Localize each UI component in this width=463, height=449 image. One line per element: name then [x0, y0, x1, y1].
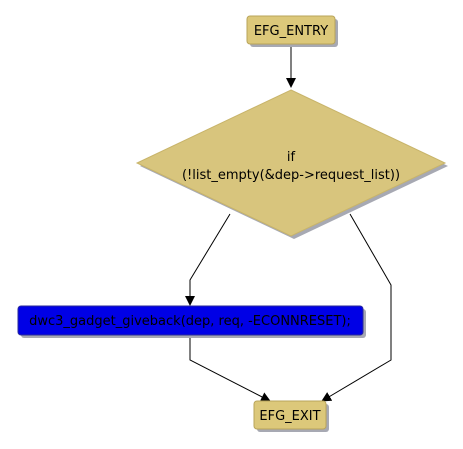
- edge-decision-to-exit: [321, 213, 392, 402]
- action-node-label: dwc3_gadget_giveback(dep, req, -ECONNRES…: [29, 314, 351, 329]
- decision-node-line1: if: [287, 150, 296, 165]
- entry-node-box: [246, 15, 336, 45]
- entry-node: EFG_ENTRY: [246, 15, 338, 47]
- edge-action-to-exit: [189, 337, 271, 402]
- exit-node: EFG_EXIT: [253, 400, 329, 432]
- entry-node-label: EFG_ENTRY: [254, 24, 328, 39]
- decision-node: if (!list_empty(&dep->request_list)): [135, 89, 448, 239]
- edge-decision-to-action: [185, 213, 231, 306]
- decision-node-diamond: [135, 89, 447, 237]
- action-node-box: [17, 305, 364, 336]
- decision-node-line2: (!list_empty(&dep->request_list)): [182, 168, 400, 183]
- action-node: dwc3_gadget_giveback(dep, req, -ECONNRES…: [17, 305, 366, 338]
- exit-node-label: EFG_EXIT: [259, 409, 320, 424]
- edges: [185, 45, 392, 402]
- exit-node-box: [253, 400, 327, 430]
